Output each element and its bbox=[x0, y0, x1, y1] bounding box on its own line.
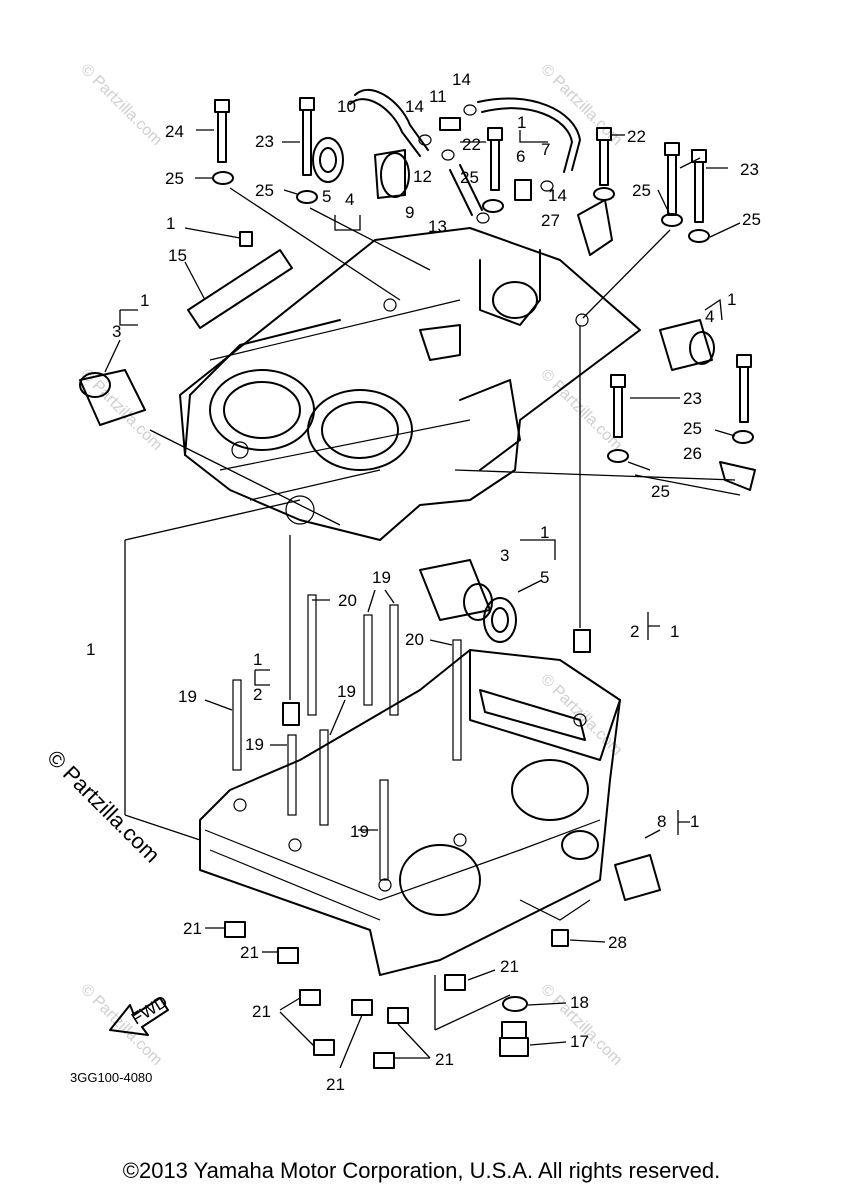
callout-14: 14 bbox=[405, 97, 424, 116]
callout-25: 25 bbox=[165, 169, 184, 188]
callout-19: 19 bbox=[178, 687, 197, 706]
callout-4: 4 bbox=[345, 190, 354, 209]
callout-14: 14 bbox=[548, 186, 567, 205]
callout-7: 7 bbox=[541, 140, 550, 159]
callout-23: 23 bbox=[683, 389, 702, 408]
callout-21: 21 bbox=[183, 919, 202, 938]
studs bbox=[232, 594, 462, 881]
callout-10: 10 bbox=[337, 97, 356, 116]
callout-23: 23 bbox=[740, 160, 759, 179]
callout-21: 21 bbox=[500, 957, 519, 976]
watermark: © Partzilla.com bbox=[537, 61, 625, 149]
fittings bbox=[239, 104, 756, 947]
callout-2: 2 bbox=[253, 685, 262, 704]
callout-26: 26 bbox=[683, 444, 702, 463]
callout-20: 20 bbox=[405, 630, 424, 649]
callout-1: 1 bbox=[690, 812, 699, 831]
callout-19: 19 bbox=[372, 568, 391, 587]
upper-crankcase bbox=[179, 227, 641, 541]
callout-1: 1 bbox=[140, 291, 149, 310]
callout-5: 5 bbox=[540, 568, 549, 587]
callout-3: 3 bbox=[500, 546, 509, 565]
callout-24: 24 bbox=[165, 122, 184, 141]
callout-21: 21 bbox=[240, 943, 259, 962]
callout-1: 1 bbox=[166, 214, 175, 233]
callout-8: 8 bbox=[657, 812, 666, 831]
callout-21: 21 bbox=[326, 1075, 345, 1094]
callout-19: 19 bbox=[350, 822, 369, 841]
callout-6: 6 bbox=[516, 147, 525, 166]
callout-3: 3 bbox=[112, 322, 121, 341]
callout-1: 1 bbox=[670, 622, 679, 641]
callout-21: 21 bbox=[435, 1050, 454, 1069]
callout-21: 21 bbox=[252, 1002, 271, 1021]
callout-25: 25 bbox=[683, 419, 702, 438]
callout-22: 22 bbox=[627, 127, 646, 146]
dampers bbox=[79, 137, 715, 901]
diagram-code: 3GG100-4080 bbox=[70, 1070, 153, 1085]
watermark: © Partzilla.com bbox=[77, 981, 165, 1069]
watermark: © Partzilla.com bbox=[77, 61, 165, 149]
callout-25: 25 bbox=[742, 210, 761, 229]
copyright-notice: ©2013 Yamaha Motor Corporation, U.S.A. A… bbox=[122, 1158, 721, 1183]
callout-1: 1 bbox=[253, 650, 262, 669]
callout-14: 14 bbox=[452, 70, 471, 89]
callout-25: 25 bbox=[460, 168, 479, 187]
callout-1: 1 bbox=[517, 113, 526, 132]
callout-9: 9 bbox=[405, 203, 414, 222]
callout-1: 1 bbox=[727, 290, 736, 309]
callout-23: 23 bbox=[255, 132, 274, 151]
callout-11: 11 bbox=[429, 87, 447, 106]
callout-20: 20 bbox=[338, 591, 357, 610]
callout-1: 1 bbox=[540, 523, 549, 542]
drain-plug bbox=[499, 1021, 529, 1057]
callout-25: 25 bbox=[255, 181, 274, 200]
callouts: 24 25 23 25 5 4 10 14 11 14 12 9 13 22 2… bbox=[86, 70, 761, 1094]
bolts bbox=[214, 97, 752, 438]
lower-crankcase bbox=[199, 649, 621, 976]
callout-15: 15 bbox=[168, 246, 187, 265]
callout-25: 25 bbox=[651, 482, 670, 501]
watermark: © Partzilla.com bbox=[537, 671, 625, 759]
callout-17: 17 bbox=[570, 1032, 589, 1051]
callout-22: 22 bbox=[462, 135, 481, 154]
watermark: © Partzilla.com bbox=[537, 366, 625, 454]
callout-12: 12 bbox=[413, 167, 432, 186]
callout-13: 13 bbox=[428, 217, 447, 236]
brackets bbox=[119, 130, 723, 835]
callout-5: 5 bbox=[322, 187, 331, 206]
nuts bbox=[224, 921, 466, 1069]
callout-19: 19 bbox=[245, 735, 264, 754]
callout-28: 28 bbox=[608, 933, 627, 952]
hoses bbox=[349, 88, 581, 216]
callout-19: 19 bbox=[337, 682, 356, 701]
callout-1: 1 bbox=[86, 640, 95, 659]
callout-2: 2 bbox=[630, 622, 639, 641]
breather-plate bbox=[187, 249, 293, 329]
callout-18: 18 bbox=[570, 993, 589, 1012]
callout-25: 25 bbox=[632, 181, 651, 200]
callout-27: 27 bbox=[541, 211, 560, 230]
watermark: © Partzilla.com bbox=[77, 366, 165, 454]
leader-lines bbox=[104, 129, 741, 1069]
callout-4: 4 bbox=[705, 307, 714, 326]
